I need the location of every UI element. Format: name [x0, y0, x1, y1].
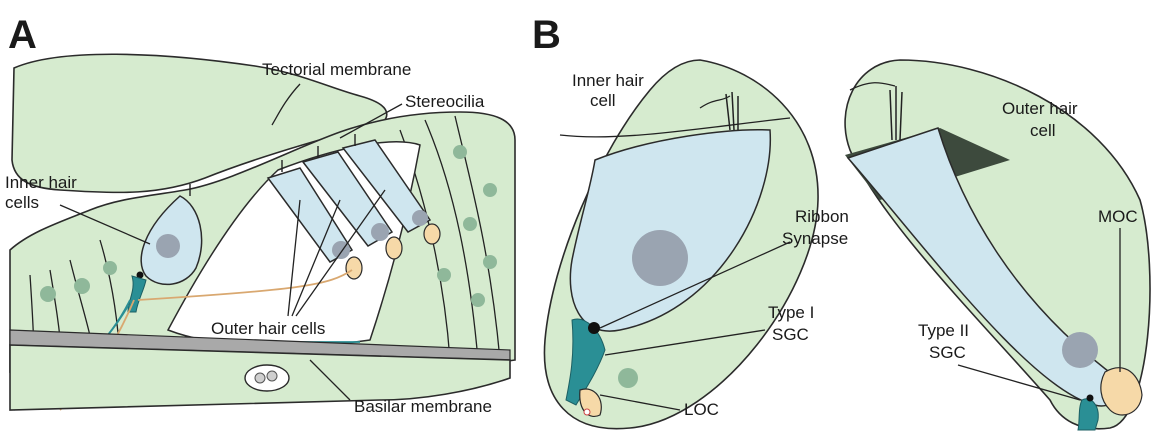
- label-inner-hair-cell-2: cell: [590, 91, 616, 110]
- panel-b-letter: B: [532, 13, 561, 57]
- panel-a: A: [5, 13, 515, 416]
- label-outer-hair-cell-1: Outer hair: [1002, 99, 1078, 118]
- label-outer-hair-cells: Outer hair cells: [211, 319, 325, 338]
- label-inner-hair-cell-1: Inner hair: [572, 71, 644, 90]
- panel-a-letter: A: [8, 13, 37, 57]
- label-type1-1: Type I: [768, 303, 814, 322]
- blood-vessel: [245, 365, 289, 391]
- inner-hair-cell-detail: [544, 60, 818, 429]
- label-type1-2: SGC: [772, 325, 809, 344]
- label-ribbon-1: Ribbon: [795, 207, 849, 226]
- label-ribbon-2: Synapse: [782, 229, 848, 248]
- label-inner-hair-cells-2: cells: [5, 193, 39, 212]
- label-inner-hair-cells-1: Inner hair: [5, 173, 77, 192]
- label-loc: LOC: [684, 400, 719, 419]
- panel-b: B Inner hair cell Ribbon Synapse Type I …: [532, 13, 1150, 430]
- label-basilar-membrane: Basilar membrane: [354, 397, 492, 416]
- label-type2-1: Type II: [918, 321, 969, 340]
- label-type2-2: SGC: [929, 343, 966, 362]
- label-stereocilia: Stereocilia: [405, 92, 485, 111]
- label-moc: MOC: [1098, 207, 1138, 226]
- label-tectorial-membrane: Tectorial membrane: [262, 60, 411, 79]
- label-outer-hair-cell-2: cell: [1030, 121, 1056, 140]
- outer-hair-cell-detail: [845, 60, 1150, 430]
